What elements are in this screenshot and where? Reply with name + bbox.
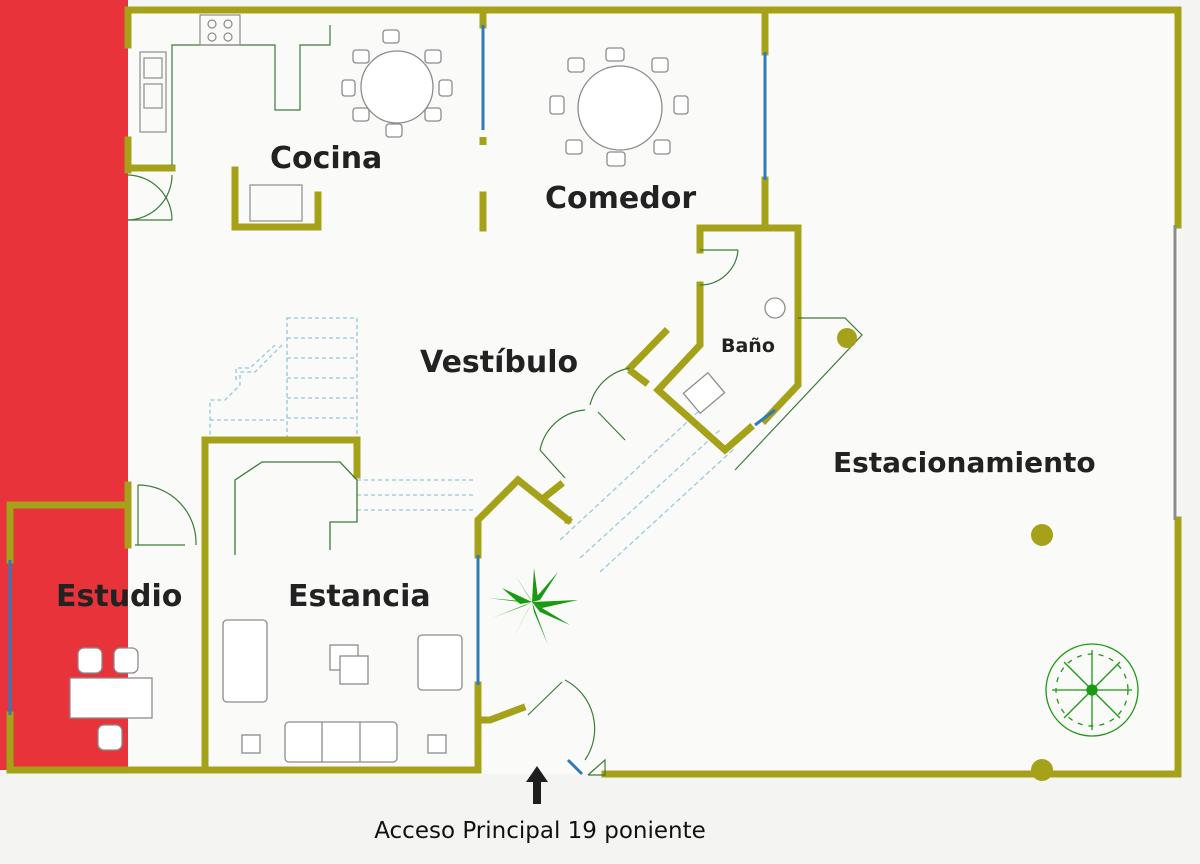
stairs bbox=[209, 317, 475, 511]
entry-path bbox=[559, 409, 736, 573]
kitchen-fixtures bbox=[139, 14, 331, 222]
palm-plant-icon bbox=[488, 568, 578, 645]
interior-floor bbox=[128, 10, 1178, 774]
windows bbox=[8, 25, 776, 776]
columns bbox=[837, 328, 1053, 781]
label-cocina: Cocina bbox=[270, 141, 382, 176]
walls bbox=[6, 6, 1182, 778]
arrow-up-icon bbox=[526, 766, 548, 804]
tree-icon bbox=[1045, 643, 1139, 737]
label-estudio: Estudio bbox=[56, 579, 182, 614]
label-estancia: Estancia bbox=[288, 579, 431, 614]
label-vestibulo: Vestíbulo bbox=[420, 345, 578, 380]
red-zone bbox=[0, 0, 128, 770]
furniture bbox=[69, 29, 786, 763]
doors bbox=[127, 174, 863, 776]
label-estacionamiento: Estacionamiento bbox=[833, 446, 1096, 479]
label-comedor: Comedor bbox=[545, 181, 696, 216]
label-bano: Baño bbox=[721, 335, 775, 357]
entrance-caption: Acceso Principal 19 poniente bbox=[374, 818, 706, 844]
